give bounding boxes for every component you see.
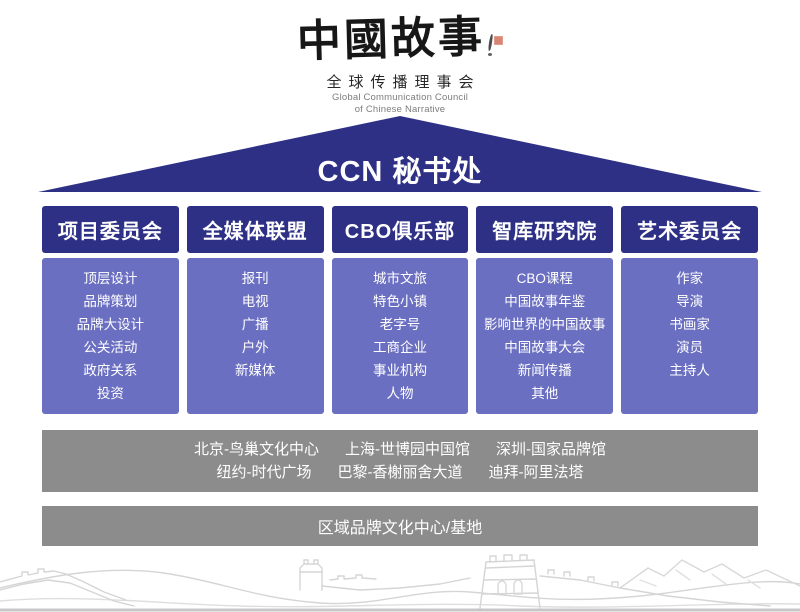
column-item: 导演 [676,294,704,309]
column-body-cbo-club: 城市文旅 特色小镇 老字号 工商企业 事业机构 人物 [331,258,469,414]
column-item: 人物 [386,386,414,401]
column-header-all-media-alliance: 全媒体联盟 [186,206,324,253]
column-item: 工商企业 [372,340,427,355]
locations-line-2: 纽约-时代广场 巴黎-香榭丽舍大道 迪拜-阿里法塔 [217,461,584,484]
logo-subtitle-en-line1: Global Communication Council [331,92,469,103]
column-all-media-alliance: 全媒体联盟 报刊 电视 广播 户外 新媒体 [186,206,324,414]
column-item: CBO课程 [516,271,573,286]
regional-bar-label: 区域品牌文化中心/基地 [317,520,483,537]
column-item: 事业机构 [372,363,427,378]
location-item: 迪拜-阿里法塔 [488,464,584,481]
column-think-tank-institute: 智库研究院 CBO课程 中国故事年鉴 影响世界的中国故事 中国故事大会 新闻传播… [476,206,614,414]
great-wall-sketch [0,554,800,612]
column-item: 广播 [241,317,269,332]
column-body-all-media-alliance: 报刊 电视 广播 户外 新媒体 [186,258,324,414]
column-item: 新媒体 [234,363,276,378]
column-item: 电视 [241,294,269,309]
regional-bar: 区域品牌文化中心/基地 [42,506,758,546]
column-item: 中国故事大会 [504,340,586,355]
logo-subtitle-en-line2: of Chinese Narrative [354,103,446,115]
logo-calligraphy: 中國故事 [295,11,486,68]
column-body-arts-committee: 作家 导演 书画家 演员 主持人 [621,258,758,414]
column-item: 演员 [676,340,704,355]
column-header-cbo-club: CBO俱乐部 [331,206,469,253]
column-item: 品牌大设计 [76,317,145,332]
column-item: 政府关系 [83,363,138,378]
locations-bar: 北京-鸟巢文化中心 上海-世博园中国馆 深圳-国家品牌馆 纽约-时代广场 巴黎-… [42,430,758,492]
column-header-think-tank-institute: 智库研究院 [476,206,614,253]
signature-dot [487,53,492,56]
column-item: 城市文旅 [372,271,427,286]
logo: 中國故事 全球传播理事会 Global Communication Counci… [0,12,800,115]
column-body-think-tank-institute: CBO课程 中国故事年鉴 影响世界的中国故事 中国故事大会 新闻传播 其他 [476,258,614,414]
column-item: 公关活动 [83,340,138,355]
signature-mark [487,33,493,52]
column-item: 新闻传播 [517,363,572,378]
column-project-committee: 项目委员会 顶层设计 品牌策划 品牌大设计 公关活动 政府关系 投资 [42,206,179,414]
column-item: 书画家 [669,317,710,332]
logo-calligraphy-row: 中國故事 [0,12,800,70]
column-item: 投资 [96,386,124,401]
locations-line-1: 北京-鸟巢文化中心 上海-世博园中国馆 深圳-国家品牌馆 [194,438,606,461]
roof-title: CCN 秘书处 [317,156,483,188]
roof-shape [38,116,762,192]
column-arts-committee: 艺术委员会 作家 导演 书画家 演员 主持人 [621,206,758,414]
column-item: 特色小镇 [372,294,427,309]
logo-subtitle-cn: 全球传播理事会 [326,73,481,91]
column-item: 作家 [676,271,704,286]
column-item: 其他 [531,386,559,401]
column-item: 影响世界的中国故事 [484,317,606,332]
location-item: 巴黎-香榭丽舍大道 [337,464,463,481]
column-item: 老字号 [379,317,421,332]
column-item: 主持人 [669,363,710,378]
column-item: 报刊 [241,271,269,286]
committee-columns: 项目委员会 顶层设计 品牌策划 品牌大设计 公关活动 政府关系 投资 全媒体联盟… [42,206,758,414]
column-header-arts-committee: 艺术委员会 [621,206,758,253]
column-item: 户外 [241,340,269,355]
column-header-project-committee: 项目委员会 [42,206,179,253]
column-item: 品牌策划 [83,294,138,309]
red-seal-icon [493,36,503,45]
column-item: 顶层设计 [83,271,138,286]
column-body-project-committee: 顶层设计 品牌策划 品牌大设计 公关活动 政府关系 投资 [42,258,179,414]
column-item: 中国故事年鉴 [504,294,586,309]
location-item: 深圳-国家品牌馆 [496,441,606,458]
seal-stack [486,26,504,70]
location-item: 北京-鸟巢文化中心 [194,441,319,458]
location-item: 上海-世博园中国馆 [345,441,470,458]
column-cbo-club: CBO俱乐部 城市文旅 特色小镇 老字号 工商企业 事业机构 人物 [331,206,469,414]
location-item: 纽约-时代广场 [216,464,312,481]
